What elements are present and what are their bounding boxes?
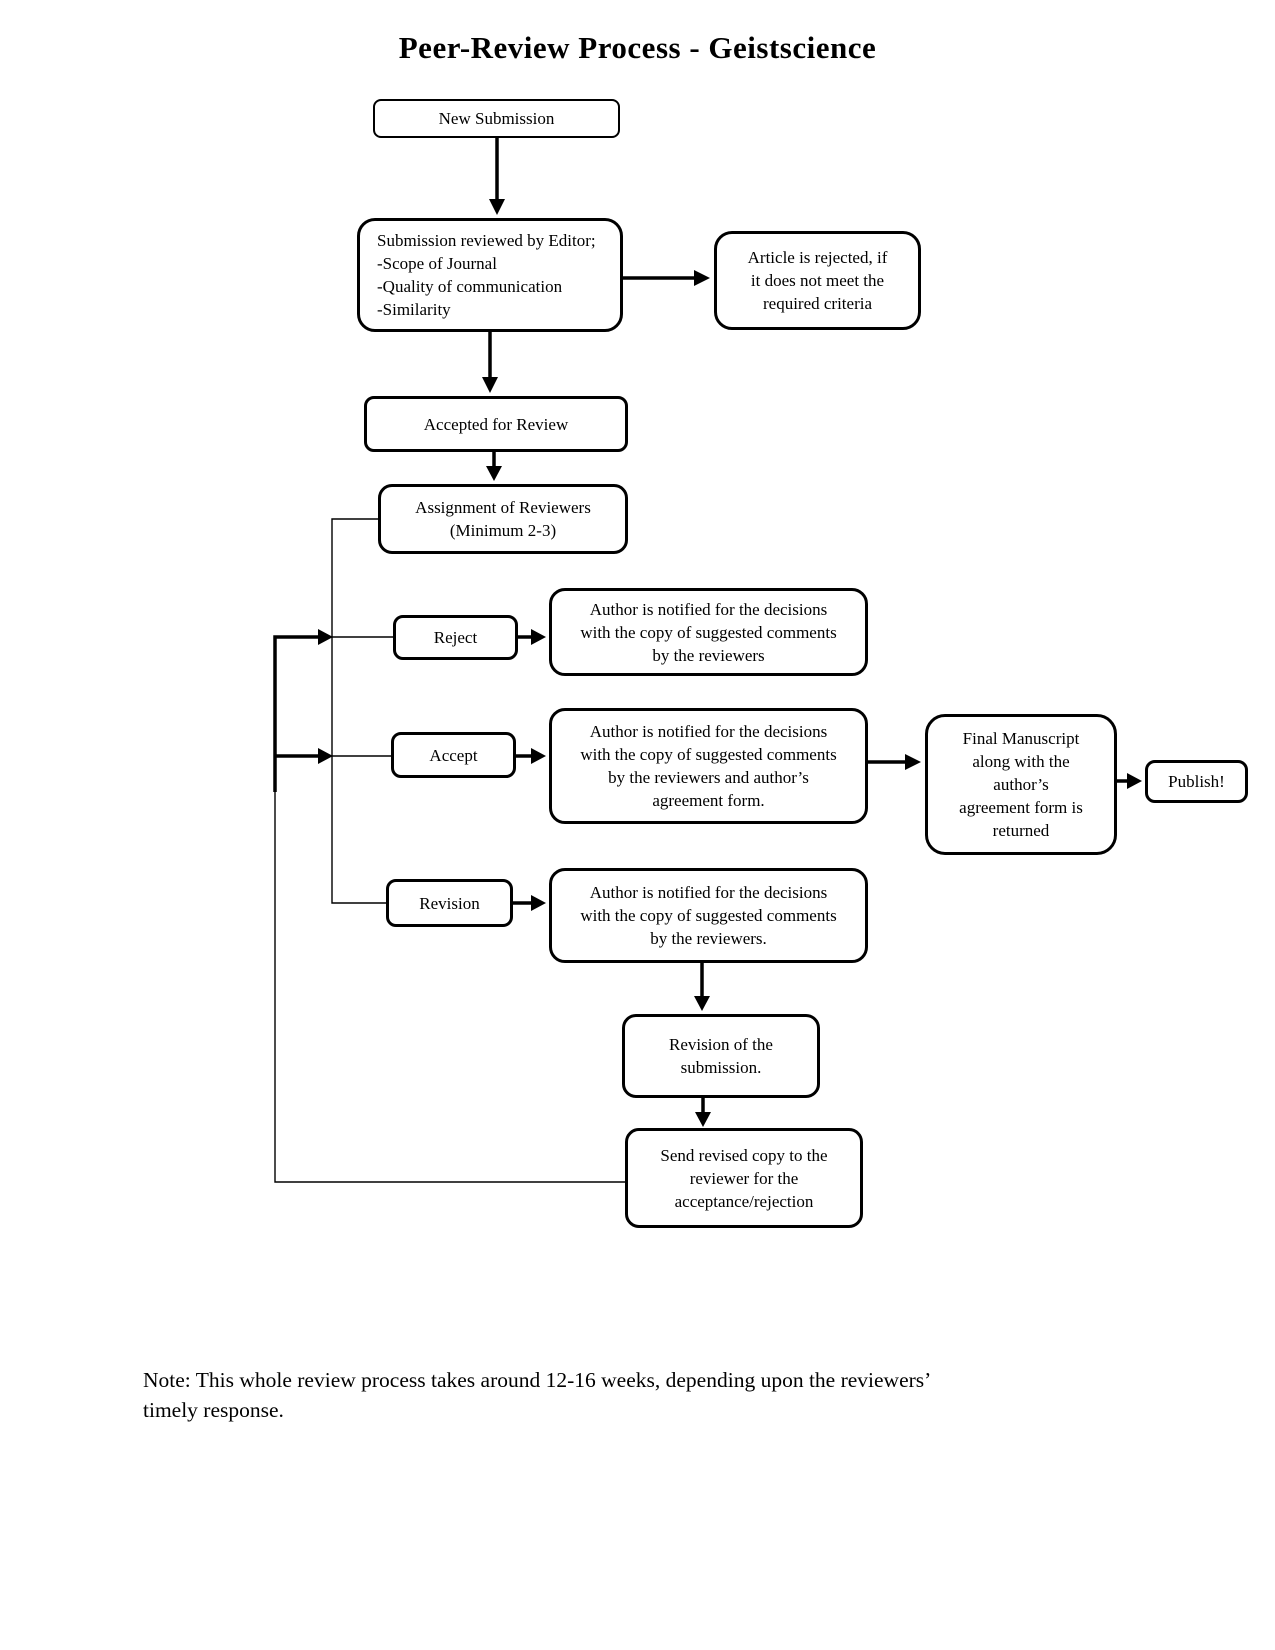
page-title: Peer-Review Process - Geistscience	[398, 30, 877, 65]
node-new-submission: New Submission	[373, 99, 620, 138]
node-revision-of-submission: Revision of the submission.	[622, 1014, 820, 1098]
arrow-accept-to-notify	[516, 748, 546, 764]
arrow-notify-to-revision-of-submission	[694, 963, 710, 1011]
arrow-editor-to-rejected	[623, 270, 710, 286]
node-accepted-for-review: Accepted for Review	[364, 396, 628, 452]
node-reject: Reject	[393, 615, 518, 660]
node-editor-review: Submission reviewed by Editor; -Scope of…	[357, 218, 623, 332]
node-publish: Publish!	[1145, 760, 1248, 803]
line-feedback-loop	[273, 629, 625, 1183]
arrow-editor-to-accepted	[482, 332, 498, 393]
node-reject-notification: Author is notified for the decisions wit…	[549, 588, 868, 676]
arrow-reject-to-notify	[518, 629, 546, 645]
node-revision: Revision	[386, 879, 513, 927]
node-accept: Accept	[391, 732, 516, 778]
arrow-new-submission-to-editor	[489, 138, 505, 215]
node-article-rejected: Article is rejected, if it does not meet…	[714, 231, 921, 330]
node-revision-notification: Author is notified for the decisions wit…	[549, 868, 868, 963]
arrow-final-to-publish	[1117, 773, 1142, 789]
node-accept-notification: Author is notified for the decisions wit…	[549, 708, 868, 824]
node-final-manuscript: Final Manuscript along with the author’s…	[925, 714, 1117, 855]
process-note: Note: This whole review process takes ar…	[143, 1368, 932, 1422]
arrow-accepted-to-assignment	[486, 452, 502, 481]
arrow-notify-to-final	[868, 754, 921, 770]
arrow-revision-of-submission-to-send	[695, 1098, 711, 1127]
line-assignment-branches	[331, 518, 393, 904]
node-send-revised-copy: Send revised copy to the reviewer for th…	[625, 1128, 863, 1228]
node-assignment-of-reviewers: Assignment of Reviewers (Minimum 2-3)	[378, 484, 628, 554]
arrow-revision-to-notify	[513, 895, 546, 911]
